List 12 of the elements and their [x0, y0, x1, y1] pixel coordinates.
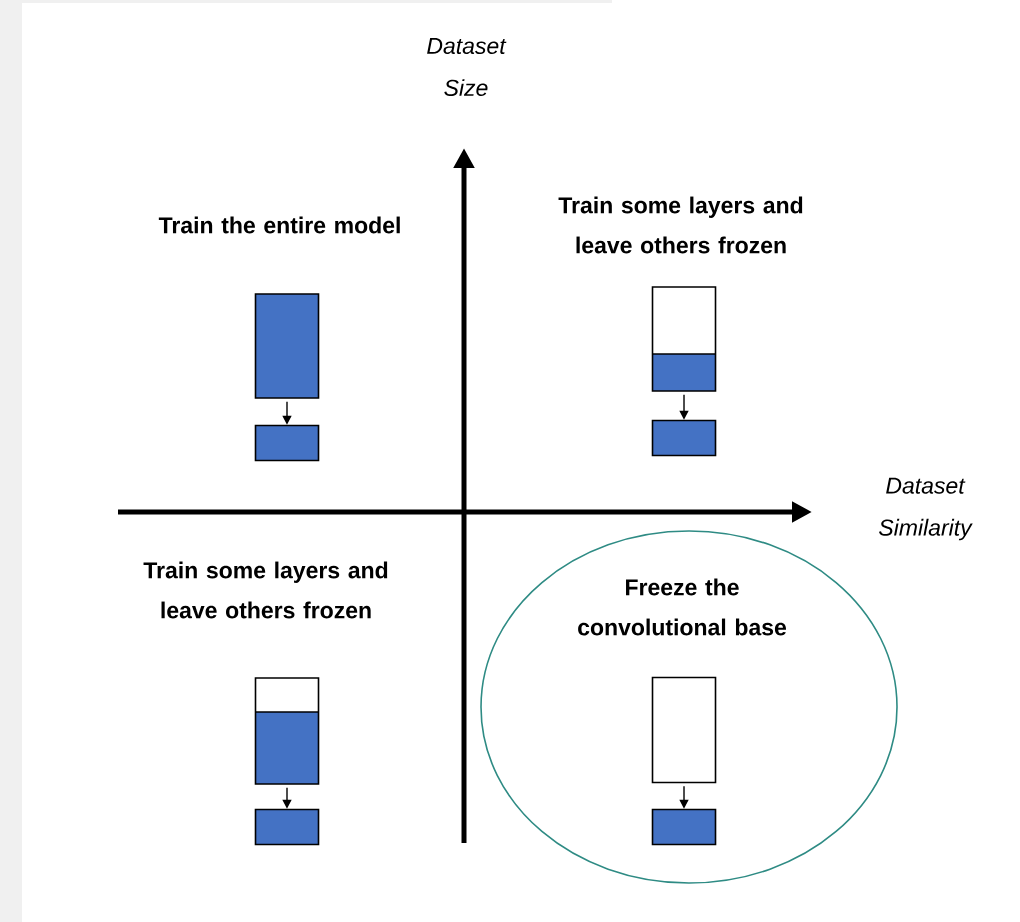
layer-block	[254, 808, 320, 846]
quadrant-heading: Train some layers and leave others frozen	[143, 561, 388, 619]
layer-block	[651, 286, 717, 392]
layer-block	[651, 808, 717, 846]
layer-block	[651, 676, 717, 784]
layer-block	[254, 293, 320, 399]
layer-block	[254, 677, 320, 785]
layer-block	[254, 424, 320, 462]
axis-label: Dataset Size	[427, 38, 507, 96]
quadrant-heading: Train the entire model	[158, 216, 400, 234]
quadrant-heading: Train some layers and leave others frozen	[558, 196, 803, 254]
layer-block	[651, 419, 717, 457]
